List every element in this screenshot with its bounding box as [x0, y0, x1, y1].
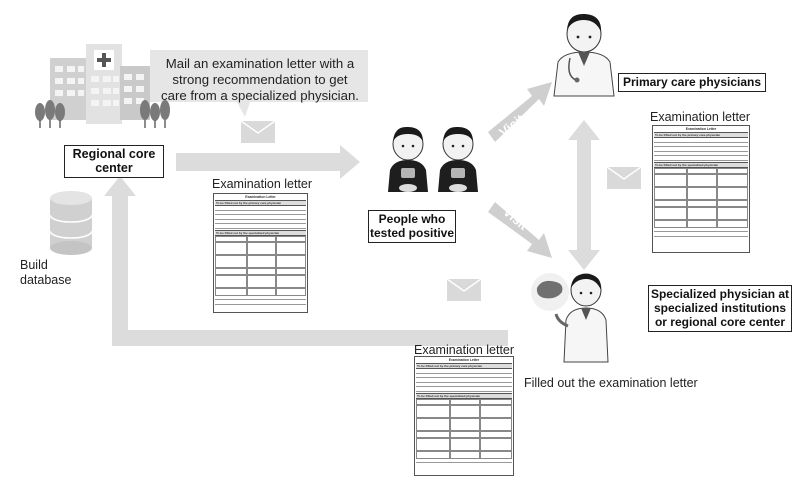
database-icon [49, 191, 93, 255]
examination-letter-title: Examination letter [212, 177, 313, 191]
doctor-icon [553, 13, 615, 97]
envelope-icon [446, 278, 482, 301]
patient-icon [388, 126, 428, 192]
filled-out-caption: Filled out the examination letter [524, 376, 698, 390]
doctor-icon [554, 273, 609, 363]
examination-letter-thumbnail: Examination Letter To be Filled out by t… [414, 356, 514, 476]
arrow-visit-primary [488, 82, 552, 142]
arrow-visit-specialized [488, 202, 552, 258]
mail-callout-text: Mail an examination letter with a strong… [161, 56, 359, 103]
arrow-between-physicians [568, 120, 600, 270]
examination-letter-thumbnail: Examination Letter To be Filled out by t… [213, 193, 308, 313]
examination-letter-title: Examination letter [414, 343, 515, 357]
examination-letter-thumbnail: Examination Letter To be Filled out by t… [652, 125, 750, 253]
mail-callout-bubble [150, 50, 368, 117]
envelope-icon [606, 166, 642, 189]
build-database-label: Build database [20, 258, 72, 287]
liver-icon [531, 273, 569, 311]
regional-core-center-box: Regional core center [64, 145, 164, 178]
arrow-return-to-core-center [104, 176, 508, 346]
specialized-physician-box: Specialized physician at specialized ins… [648, 285, 792, 332]
people-tested-positive-box: People who tested positive [368, 210, 456, 243]
envelope-icon [240, 120, 276, 143]
primary-care-physicians-box: Primary care physicians [618, 73, 766, 92]
hospital-icon [35, 44, 170, 128]
examination-letter-title: Examination letter [650, 110, 751, 124]
patient-icon [438, 126, 478, 192]
arrow-to-people [176, 145, 360, 179]
